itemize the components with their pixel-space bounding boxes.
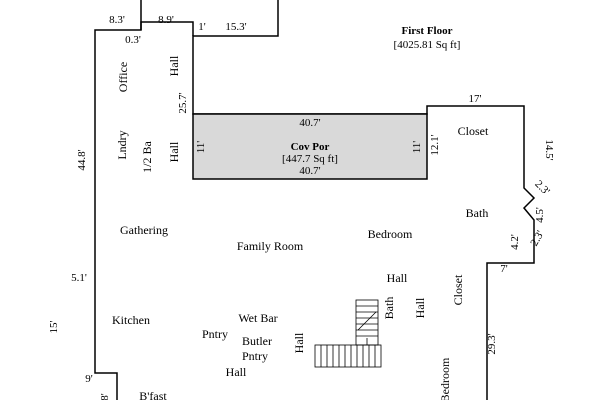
dim-25-7: 25.7' (177, 92, 189, 113)
room-family-room: Family Room (237, 239, 304, 253)
room-half-bath: 1/2 Ba (140, 140, 154, 172)
porch-dim-right: 11' (411, 141, 423, 154)
dim-14-5: 14.5' (543, 139, 555, 160)
room-hall-top: Hall (167, 55, 181, 76)
room-bedroom: Bedroom (368, 227, 413, 241)
dim-17: 17' (469, 93, 482, 105)
dim-44-8: 44.8' (76, 149, 88, 170)
porch-name: Cov Por (291, 141, 330, 153)
room-hall-center: Hall (387, 271, 408, 285)
dim-2-3-a: 2.3' (532, 178, 552, 198)
porch-area: [447.7 Sq ft] (282, 153, 338, 165)
floor-title: First Floor (401, 25, 452, 37)
dim-7: 7' (500, 263, 508, 275)
room-hall-lower: Hall (226, 365, 247, 379)
room-hall-mid: Hall (167, 141, 181, 162)
dim-8-3: 8.3' (109, 14, 125, 26)
porch-dim-bottom: 40.7' (299, 165, 320, 177)
dim-4-5: 4.5' (534, 207, 546, 223)
room-office: Office (116, 62, 130, 92)
room-kitchen: Kitchen (112, 313, 150, 327)
porch-dim-top: 40.7' (299, 117, 320, 129)
room-closet-top: Closet (458, 124, 489, 138)
dim-8-9: 8.9' (158, 14, 174, 26)
exterior-wall-jog (140, 21, 194, 36)
dim-15: 15' (48, 320, 60, 333)
covered-porch (192, 113, 428, 180)
dim-29-3: 29.3' (486, 333, 498, 354)
room-closet-right: Closet (451, 274, 465, 305)
room-wet-bar: Wet Bar (238, 311, 277, 325)
floor-area: [4025.81 Sq ft] (394, 39, 461, 51)
room-bfast: B'fast (139, 389, 167, 400)
room-hall-right: Hall (413, 297, 427, 318)
room-butler: Butler (242, 334, 272, 348)
dim-5-1: 5.1' (71, 272, 87, 284)
dim-15-3: 15.3' (225, 21, 246, 33)
room-gathering: Gathering (120, 223, 168, 237)
dim-12-1: 12.1' (429, 134, 441, 155)
room-bedroom-lower: Bedroom (438, 357, 452, 400)
room-bath-right: Bath (466, 206, 489, 220)
dim-1: 1' (198, 21, 206, 33)
porch-dim-left: 11' (195, 141, 207, 154)
room-butler-pntry: Pntry (242, 349, 268, 363)
dim-0-3: 0.3' (125, 34, 141, 46)
dim-9: 9' (85, 373, 93, 385)
room-lndry: Lndry (115, 130, 129, 159)
dim-2-3-b: 2.3' (528, 229, 546, 249)
stairs (314, 299, 382, 368)
room-pntry: Pntry (202, 327, 228, 341)
room-bath-center: Bath (382, 297, 396, 320)
room-hall-stairs: Hall (292, 332, 306, 353)
exterior-wall (94, 0, 536, 400)
dim-4-2: 4.2' (509, 234, 521, 250)
dim-8: 8' (99, 393, 111, 400)
